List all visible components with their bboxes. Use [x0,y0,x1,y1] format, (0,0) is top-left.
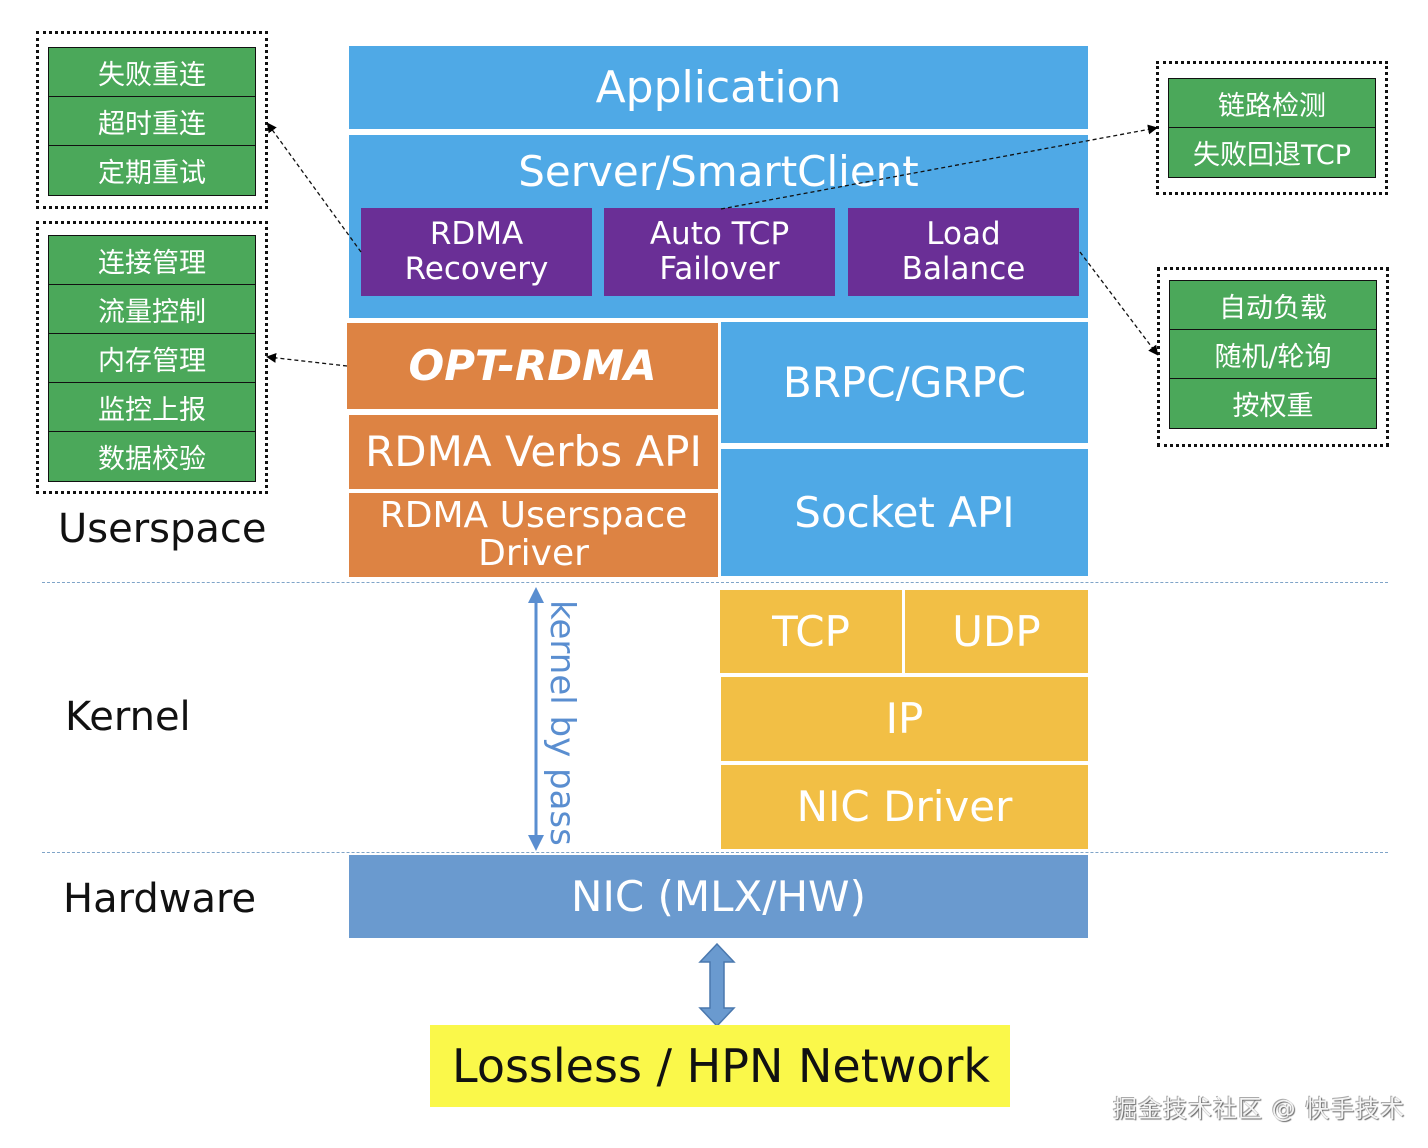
network-label: Lossless / HPN Network [452,1039,991,1093]
application-block: Application [349,46,1088,129]
rdma-userspace-driver-block: RDMA Userspace Driver [349,493,718,577]
kernel-bypass-label: kernel by pass [542,600,582,846]
watermark: 掘金技术社区 @ 快手技术 [1113,1095,1406,1123]
udp-label: UDP [952,606,1041,656]
callout-item: 链路检测 [1169,79,1375,128]
kernel-bypass-arrow-icon [528,587,544,851]
brpc-grpc-block: BRPC/GRPC [721,322,1088,443]
rdma-verbs-api-label: RDMA Verbs API [365,427,702,477]
callout-opt-rdma-list: 连接管理 流量控制 内存管理 监控上报 数据校验 [48,235,256,482]
callout-item: 数据校验 [49,432,255,481]
callout-item: 失败重连 [49,48,255,97]
callout-item: 定期重试 [49,146,255,195]
opt-rdma-label: OPT-RDMA [408,341,657,391]
ip-label: IP [885,694,924,744]
server-smartclient-label: Server/SmartClient [518,147,919,197]
nic-driver-label: NIC Driver [796,782,1013,832]
layer-label-kernel: Kernel [65,694,191,740]
nic-network-double-arrow-icon [698,943,736,1027]
application-label: Application [595,61,842,113]
callout-failover-list: 链路检测 失败回退TCP [1168,78,1376,178]
ip-block: IP [721,677,1088,761]
kernel-hardware-separator [42,852,1388,853]
layer-label-userspace: Userspace [58,506,267,552]
nic-label: NIC (MLX/HW) [571,871,866,921]
udp-block: UDP [905,590,1088,673]
socket-api-block: Socket API [721,449,1088,576]
feature-auto-tcp-failover: Auto TCP Failover [604,208,835,296]
callout-item: 监控上报 [49,383,255,432]
feature-load-balance: Load Balance [848,208,1079,296]
callout-recovery: 失败重连 超时重连 定期重试 [36,31,268,209]
callout-load-balance-list: 自动负载 随机/轮询 按权重 [1169,280,1377,429]
callout-opt-rdma: 连接管理 流量控制 内存管理 监控上报 数据校验 [36,221,268,494]
tcp-block: TCP [720,590,902,673]
brpc-grpc-label: BRPC/GRPC [782,357,1027,407]
connector-opt-rdma-arrow [266,352,348,367]
callout-failover: 链路检测 失败回退TCP [1156,61,1388,195]
callout-item: 失败回退TCP [1169,128,1375,177]
callout-load-balance: 自动负载 随机/轮询 按权重 [1157,267,1389,447]
tcp-label: TCP [772,606,850,656]
layer-label-hardware: Hardware [63,876,257,922]
callout-item: 内存管理 [49,334,255,383]
callout-item: 按权重 [1170,379,1376,428]
socket-api-label: Socket API [794,487,1015,537]
callout-item: 流量控制 [49,285,255,334]
callout-item: 超时重连 [49,97,255,146]
opt-rdma-block: OPT-RDMA [347,323,718,409]
callout-item: 连接管理 [49,236,255,285]
callout-recovery-list: 失败重连 超时重连 定期重试 [48,47,256,196]
network-block: Lossless / HPN Network [430,1025,1010,1107]
callout-item: 自动负载 [1170,281,1376,330]
connector-load-balance-arrow [1079,251,1159,356]
server-smartclient-block: Server/SmartClient RDMA Recovery Auto TC… [349,135,1088,318]
nic-block: NIC (MLX/HW) [349,855,1088,938]
callout-item: 随机/轮询 [1170,330,1376,379]
rdma-verbs-api-block: RDMA Verbs API [349,415,718,489]
nic-driver-block: NIC Driver [721,765,1088,849]
connector-recovery-arrow [266,122,362,253]
userspace-kernel-separator [42,582,1388,583]
feature-rdma-recovery: RDMA Recovery [361,208,592,296]
